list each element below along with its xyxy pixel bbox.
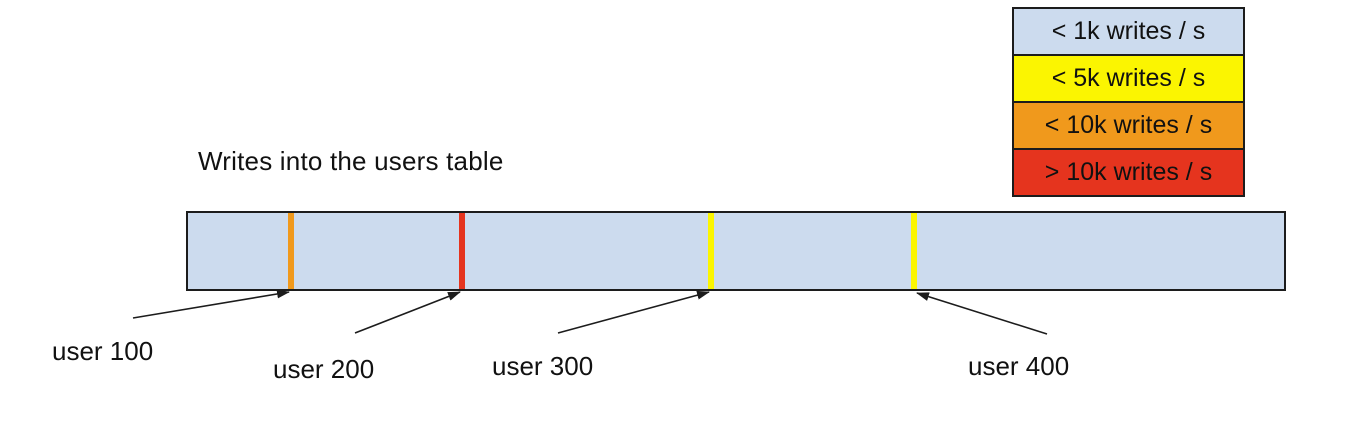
legend-item-label: > 10k writes / s xyxy=(1044,158,1213,186)
legend-item-label: < 1k writes / s xyxy=(1051,17,1206,45)
hotspot-arrow xyxy=(132,289,290,319)
hotspot-marker xyxy=(911,213,917,289)
hotspot-marker xyxy=(708,213,714,289)
legend-item: < 1k writes / s xyxy=(1014,9,1243,56)
users-table-bar xyxy=(186,211,1286,291)
hotspot-marker xyxy=(288,213,294,289)
legend: < 1k writes / s < 5k writes / s < 10k writ… xyxy=(1012,7,1245,197)
legend-item-label: < 5k writes / s xyxy=(1051,64,1206,92)
hotspot-label: user 400 xyxy=(968,351,1070,381)
hotspot-arrow xyxy=(916,292,1048,335)
hotspot-label: user 200 xyxy=(273,354,375,384)
legend-item: < 5k writes / s xyxy=(1014,56,1243,103)
legend-item: > 10k writes / s xyxy=(1014,150,1243,195)
hotspot-marker xyxy=(459,213,465,289)
diagram-title: Writes into the users table xyxy=(198,146,504,176)
legend-item: < 10k writes / s xyxy=(1014,103,1243,150)
hotspot-arrow xyxy=(557,290,710,334)
hotspot-arrow xyxy=(354,291,461,334)
legend-item-label: < 10k writes / s xyxy=(1044,111,1213,139)
hotspot-label: user 100 xyxy=(52,336,154,366)
hotspot-label: user 300 xyxy=(492,351,594,381)
